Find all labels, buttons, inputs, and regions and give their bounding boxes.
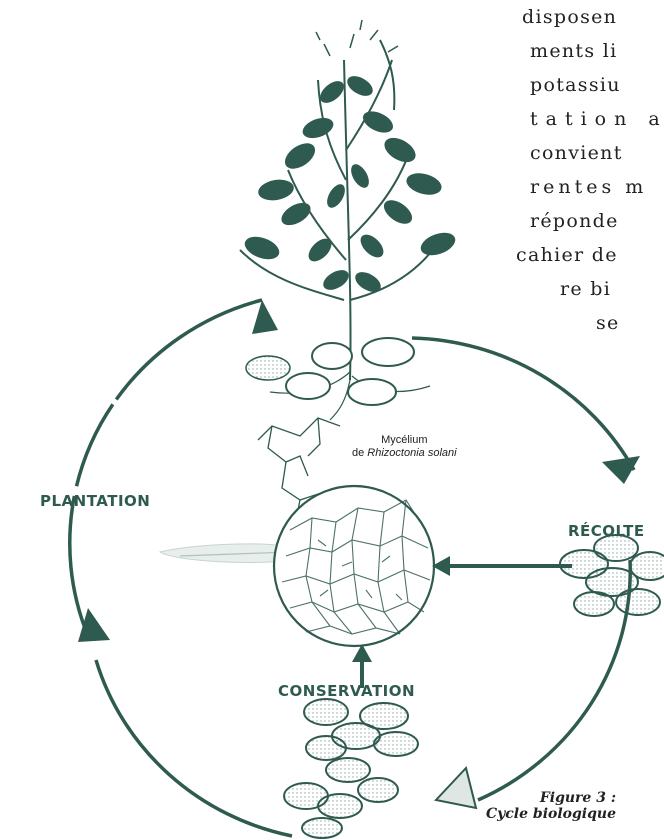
mycelium-label-prefix: Mycélium (352, 434, 457, 447)
stage-label-recolte: RÉCOLTE (568, 522, 645, 540)
body-text-line: disposen (522, 6, 617, 28)
mycelium-label: Mycélium de Rhizoctonia solani (352, 434, 457, 460)
harvest-tubers (560, 535, 664, 616)
stage-label-plantation: PLANTATION (40, 492, 150, 510)
seed-tuber (246, 356, 290, 380)
mycelium-label-species-line: de Rhizoctonia solani (352, 447, 457, 460)
stored-tubers (284, 699, 418, 838)
body-text-line: cahier de (516, 244, 618, 266)
magnified-lens (274, 486, 434, 646)
body-text-line: réponde (530, 210, 619, 232)
caption-figure-number: Figure 3 : (420, 790, 616, 806)
body-text-line: potassiu (530, 74, 621, 96)
stage-label-conservation: CONSERVATION (278, 682, 415, 700)
body-text-line: se (596, 312, 620, 334)
caption-title: Cycle biologique (420, 806, 616, 822)
body-text-line: re bi (560, 278, 611, 300)
figure-caption: Figure 3 : Cycle biologique (420, 790, 616, 822)
harvest-arrow (432, 556, 572, 576)
mycelium-species-name: Rhizoctonia solani (367, 447, 456, 459)
body-text-line: tation a (530, 108, 664, 130)
body-text-line: convient (530, 142, 623, 164)
body-text-line: ments li (530, 40, 617, 62)
arrowhead-top (252, 300, 278, 334)
body-text-line: rentes m (530, 176, 647, 198)
arrowhead-right (602, 456, 640, 484)
